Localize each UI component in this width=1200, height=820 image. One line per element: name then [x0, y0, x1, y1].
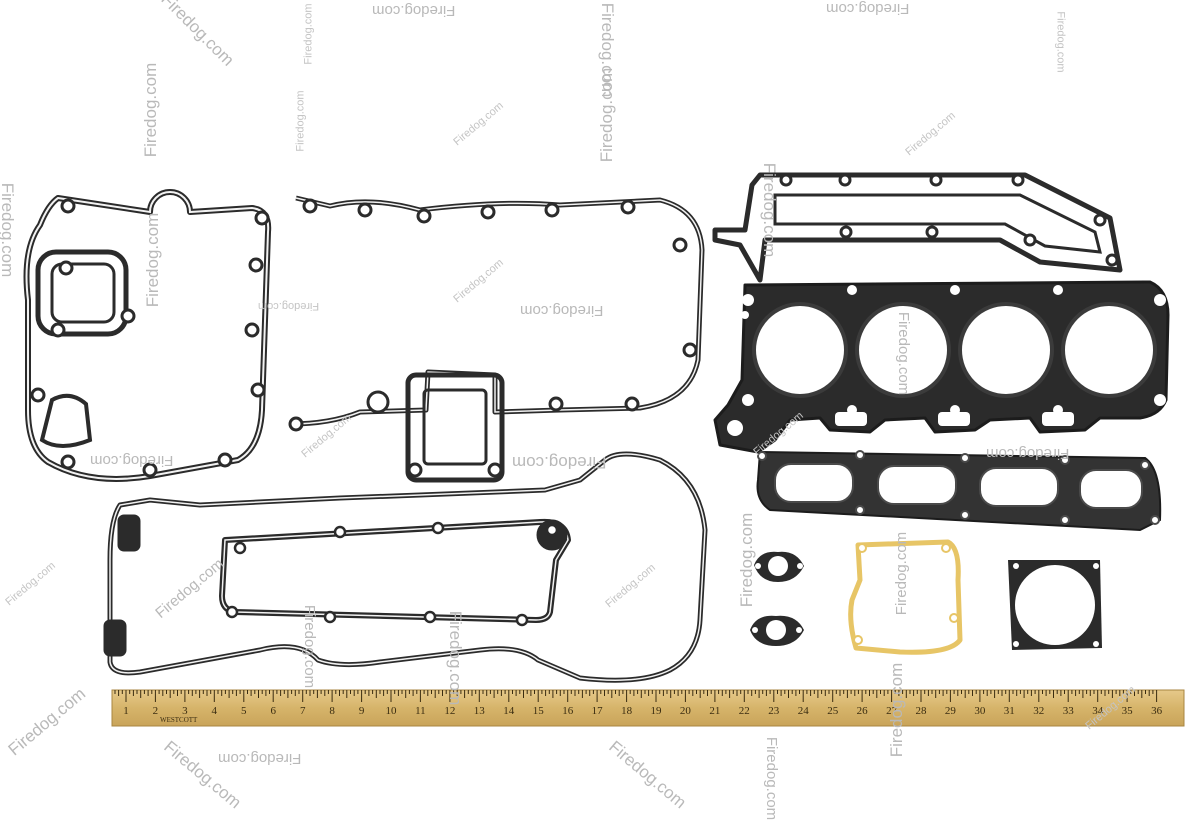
- ruler-number: 29: [945, 705, 957, 717]
- watermark: Firedog.com: [895, 311, 913, 396]
- watermark: Firedog.com: [986, 445, 1070, 462]
- upper-cover-gasket: [288, 195, 705, 483]
- exhaust-cover-gasket: [712, 172, 1123, 283]
- ruler-number: 31: [1004, 705, 1015, 717]
- valve-cover-gasket: [103, 451, 708, 683]
- ruler-number: 8: [329, 705, 335, 717]
- small-flange-gasket-bottom: [750, 615, 804, 646]
- ruler-number: 25: [827, 705, 839, 717]
- ruler-number: 28: [916, 705, 928, 717]
- watermark: Firedog.com: [90, 452, 174, 469]
- watermark: Firedog.com: [372, 2, 456, 19]
- throttle-body-gasket: [1008, 560, 1102, 650]
- ruler-number: 1: [123, 705, 129, 717]
- ruler-number: 33: [1063, 705, 1075, 717]
- ruler-number: 5: [241, 705, 247, 717]
- ruler-number: 15: [533, 705, 545, 717]
- ruler-number: 26: [857, 705, 869, 717]
- ruler-number: 6: [270, 705, 276, 717]
- watermark: Firedog.com: [826, 0, 910, 17]
- ruler-number: 36: [1151, 705, 1163, 717]
- ruler-number: 19: [651, 705, 663, 717]
- ruler-number: 17: [592, 705, 604, 717]
- watermark: Firedog.com: [258, 300, 320, 312]
- ruler-number: 23: [768, 705, 780, 717]
- watermark: Firedog.com: [763, 736, 781, 820]
- watermark: Firedog.com: [446, 610, 466, 706]
- watermark: Firedog.com: [597, 67, 617, 163]
- watermark: Firedog.com: [887, 662, 907, 758]
- rocker-gasket: [219, 518, 571, 627]
- watermark: Firedog.com: [0, 182, 18, 278]
- watermark: Firedog.com: [218, 750, 302, 767]
- watermark: Firedog.com: [302, 3, 315, 65]
- watermark: Firedog.com: [893, 531, 911, 616]
- ruler-number: 16: [562, 705, 574, 717]
- watermark: Firedog.com: [737, 512, 757, 608]
- watermark: Firedog.com: [520, 302, 604, 319]
- ruler-number: 3: [182, 705, 188, 717]
- watermark: Firedog.com: [1054, 11, 1067, 73]
- small-flange-gasket-top: [754, 551, 804, 582]
- ruler-number: 21: [709, 705, 720, 717]
- head-gasket: [713, 280, 1170, 454]
- watermark: Firedog.com: [143, 212, 163, 308]
- watermark: Firedog.com: [301, 604, 319, 689]
- paper-gasket: [848, 539, 963, 655]
- left-cover-gasket: [23, 189, 272, 482]
- ruler-number: 34: [1092, 705, 1104, 717]
- ruler-number: 7: [300, 705, 306, 717]
- intake-manifold-gasket: [756, 450, 1162, 532]
- ruler-number: 2: [153, 705, 159, 717]
- ruler-number: 22: [739, 705, 750, 717]
- ruler-number: 12: [444, 705, 455, 717]
- ruler-number: 14: [503, 705, 515, 717]
- ruler-number: 24: [798, 705, 810, 717]
- gasket-kit-photo: 1234567891011121314151617181920212223242…: [23, 172, 1185, 727]
- ruler-number: 13: [474, 705, 486, 717]
- ruler-number: 20: [680, 705, 692, 717]
- ruler-number: 11: [415, 705, 426, 717]
- ruler-number: 18: [621, 705, 633, 717]
- ruler-number: 10: [386, 705, 398, 717]
- watermark: Firedog.com: [141, 62, 161, 158]
- ruler-number: 30: [974, 705, 986, 717]
- ruler-ticks: [114, 690, 1158, 702]
- watermark: Firedog.com: [760, 162, 780, 258]
- ruler-number: 9: [359, 705, 365, 717]
- watermark: Firedog.com: [294, 90, 307, 152]
- ruler-number: 27: [886, 705, 898, 717]
- ruler-number: 35: [1122, 705, 1134, 717]
- watermark: Firedog.com: [512, 453, 607, 472]
- ruler-number: 4: [212, 705, 218, 717]
- ruler-number: 32: [1033, 705, 1044, 717]
- ruler-brand: WESTCOTT: [160, 716, 198, 724]
